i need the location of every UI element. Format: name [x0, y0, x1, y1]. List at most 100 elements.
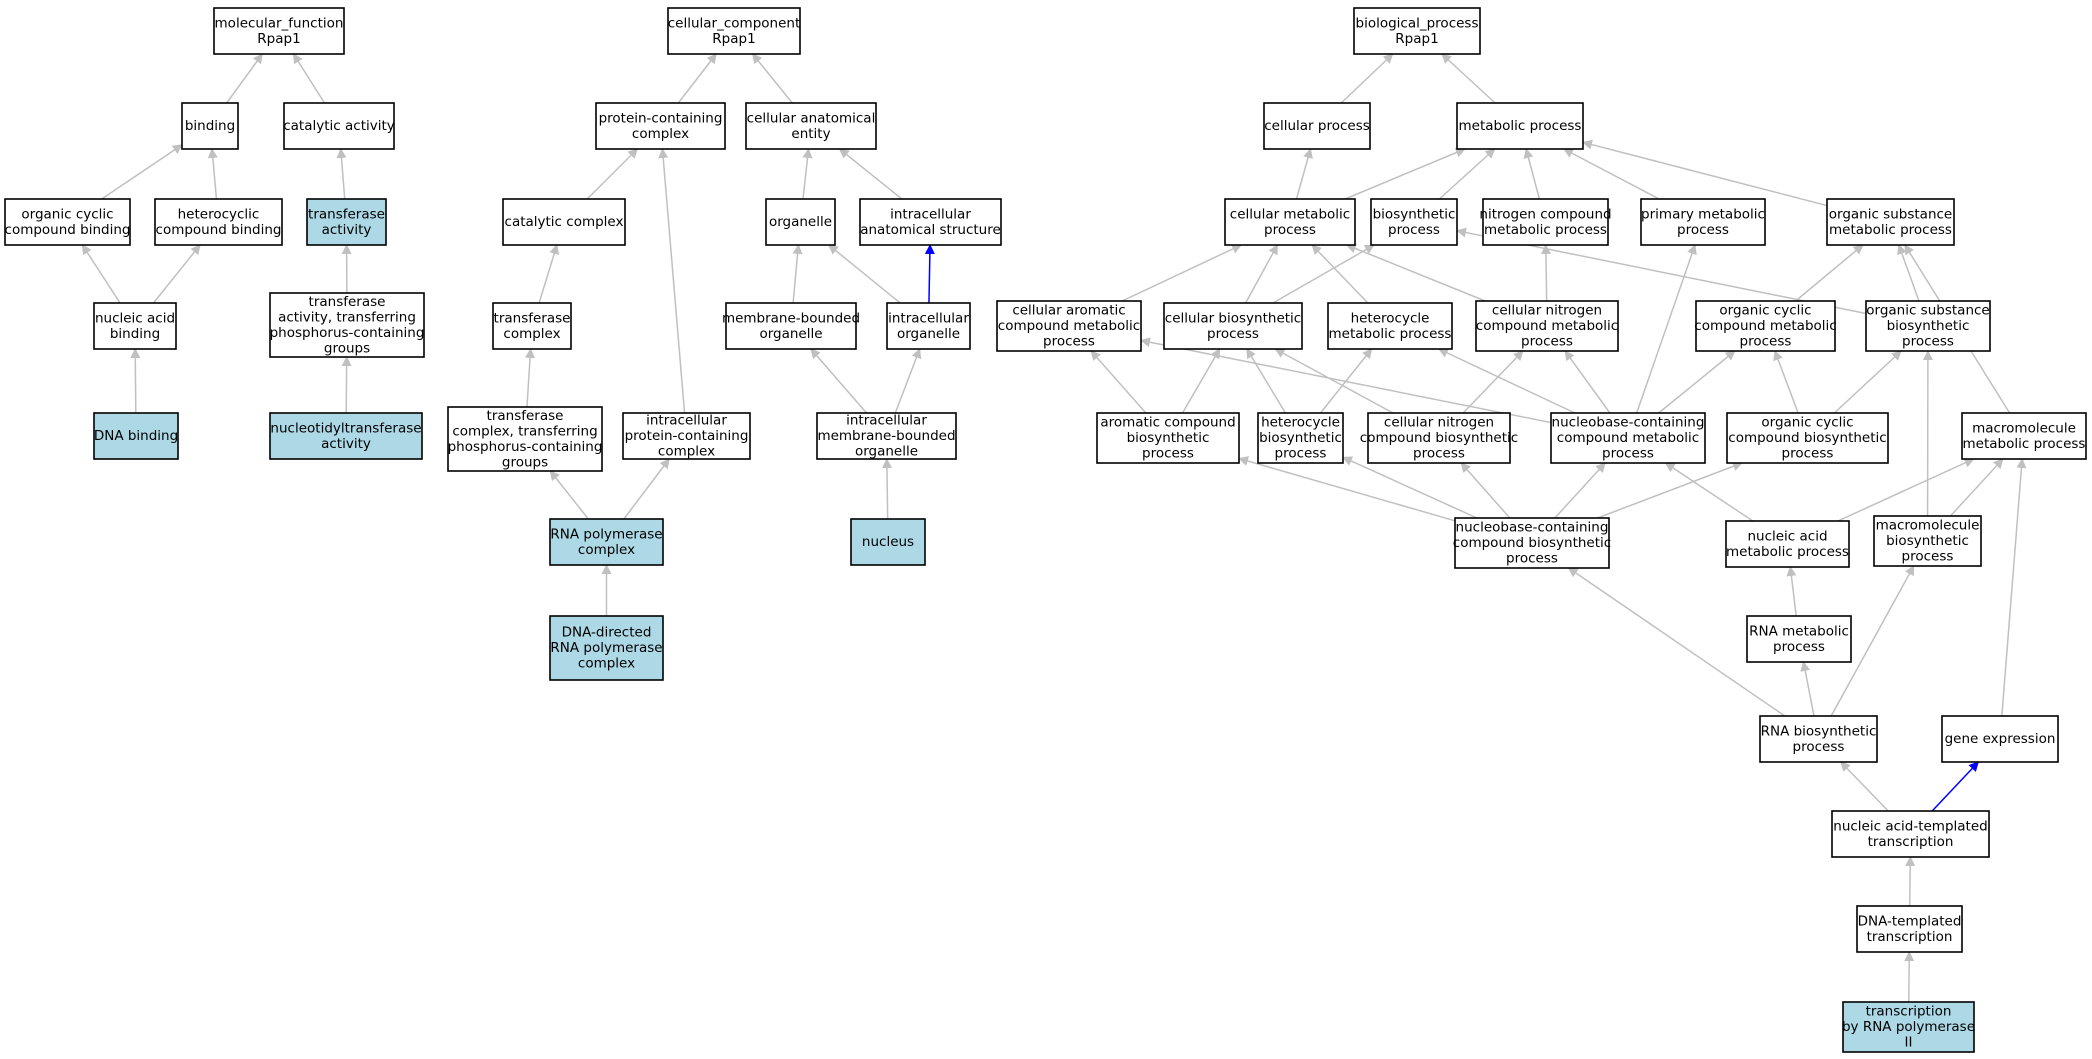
edge-line: [1311, 244, 1369, 304]
term-label-line: nucleobase-containing: [1456, 520, 1609, 536]
edge-tcx-to-catcx: [538, 244, 560, 304]
edge-line: [1340, 53, 1394, 104]
term-label-line: compound metabolic: [1557, 430, 1699, 446]
term-label-line: biosynthetic: [1127, 430, 1210, 446]
edge-line: [1830, 565, 1915, 717]
go-term-organelle[interactable]: organelle: [765, 198, 836, 246]
term-label-line: catalytic complex: [505, 214, 624, 230]
edge-line: [1905, 856, 1916, 907]
term-label-line: RNA polymerase: [550, 640, 662, 656]
term-box: [1873, 515, 1982, 567]
term-box: [996, 300, 1142, 352]
term-label-line: complex, transferring: [452, 423, 597, 439]
term-label-line: compound metabolic: [1694, 318, 1836, 334]
term-label-line: organelle: [855, 444, 918, 460]
edge-line: [924, 244, 935, 304]
term-label-line: organic cyclic: [21, 206, 113, 222]
go-term-dnab[interactable]: DNA binding: [93, 412, 179, 460]
term-label-line: biosynthetic: [1887, 318, 1970, 334]
edge-io-to-organelle: [828, 244, 901, 304]
term-box: [1327, 302, 1453, 350]
go-term-mp[interactable]: metabolic process: [1456, 102, 1584, 150]
term-label-line: intracellular: [888, 310, 969, 326]
edge-line: [525, 348, 536, 408]
edge-line: [1181, 348, 1221, 414]
term-box: [1865, 300, 1991, 352]
term-label-line: cellular biosynthetic: [1165, 310, 1301, 326]
term-label-line: entity: [791, 126, 830, 142]
go-term-nucleus[interactable]: nucleus: [850, 518, 926, 566]
go-term-binding[interactable]: binding: [181, 102, 239, 150]
edge-line: [1795, 244, 1864, 302]
edge-ocb-to-binding: [101, 144, 183, 200]
term-label-line: organelle: [759, 326, 822, 342]
term-box: [1640, 198, 1766, 246]
edge-occbp-to-osbp: [1833, 350, 1902, 414]
edge-line: [1931, 761, 1980, 812]
go-term-catalytic[interactable]: catalytic activity: [283, 102, 395, 150]
term-label-line: process: [1207, 326, 1259, 342]
edge-line: [226, 53, 263, 104]
go-term-cp[interactable]: cellular process: [1263, 102, 1371, 150]
term-label-line: process: [1413, 446, 1465, 462]
term-box: [283, 102, 395, 150]
edge-imbo-to-mbo: [810, 348, 868, 414]
go-term-catcx[interactable]: catalytic complex: [502, 198, 626, 246]
term-label-line: phosphorus-containing: [270, 325, 425, 341]
term-label-line: process: [1264, 222, 1316, 238]
edge-hcb-to-binding: [207, 148, 218, 200]
edge-rmp-to-namp: [1786, 566, 1797, 617]
edge-line: [802, 148, 813, 200]
edge-line: [1246, 348, 1287, 414]
edge-ncmp-to-mp: [1523, 148, 1541, 200]
go-term-ge[interactable]: gene expression: [1941, 715, 2059, 763]
edge-line: [1274, 348, 1394, 414]
term-label-line: activity, transferring: [278, 309, 416, 325]
